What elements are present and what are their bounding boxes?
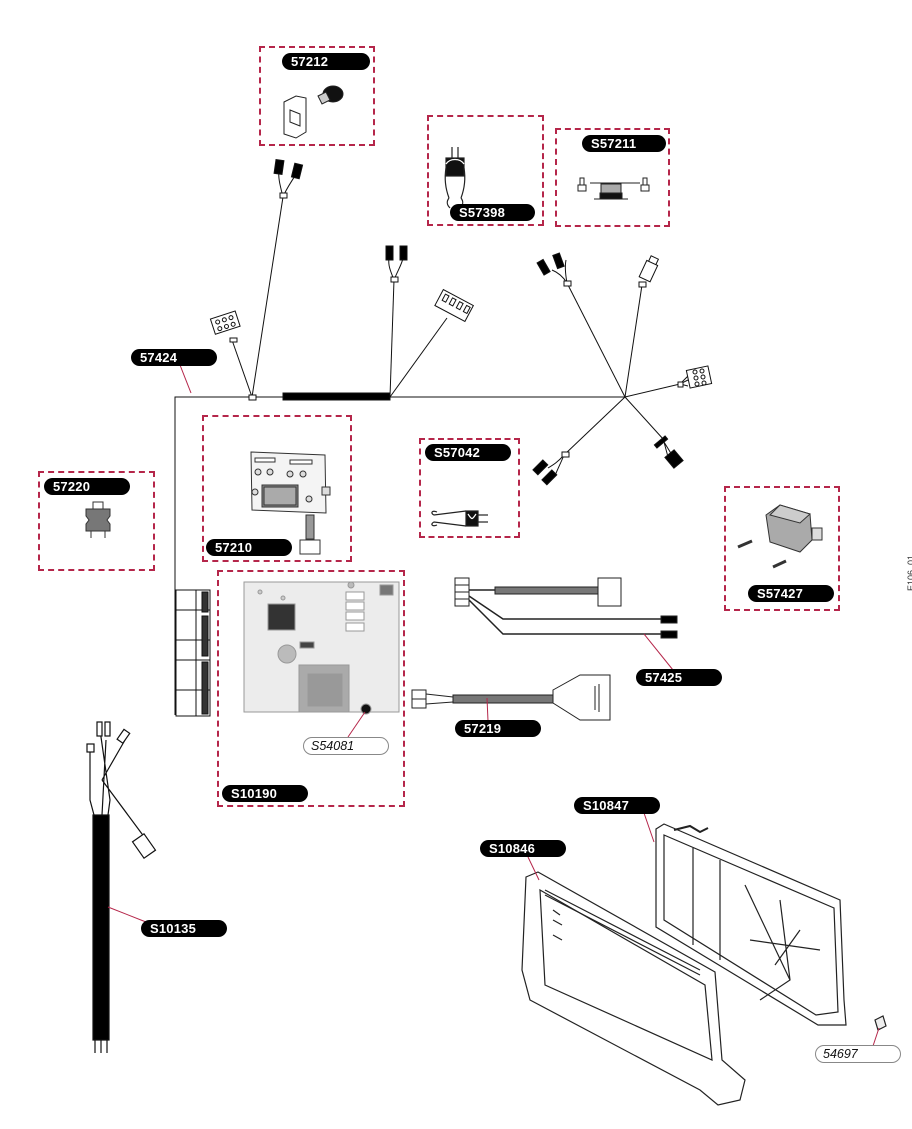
cable-57425 xyxy=(454,577,678,639)
part-label-57424[interactable]: 57424 xyxy=(131,349,217,366)
part-S10846-front-housing xyxy=(521,871,887,1106)
group-box-57210 xyxy=(202,415,352,562)
group-box-S57042 xyxy=(419,438,520,538)
part-S57042-wire-clip xyxy=(431,510,488,527)
group-box-57212 xyxy=(259,46,375,146)
cable-57219 xyxy=(411,674,611,721)
part-label-S57427[interactable]: S57427 xyxy=(748,585,834,602)
part-label-57210[interactable]: 57210 xyxy=(206,539,292,556)
part-S10190-main-board xyxy=(243,581,400,715)
part-label-57220[interactable]: 57220 xyxy=(44,478,130,495)
part-label-S10847[interactable]: S10847 xyxy=(574,797,660,814)
part-label-S10846[interactable]: S10846 xyxy=(480,840,566,857)
part-label-S10135[interactable]: S10135 xyxy=(141,920,227,937)
part-label-57212[interactable]: 57212 xyxy=(282,53,370,70)
part-label-57425[interactable]: 57425 xyxy=(636,669,722,686)
part-S57211-thermal-fuse xyxy=(577,177,650,200)
part-S57398-wire-clip xyxy=(444,147,466,209)
group-box-S57398 xyxy=(427,115,544,226)
leader-lines xyxy=(107,364,880,1047)
part-label-57219[interactable]: 57219 xyxy=(455,720,541,737)
ref-label-S54081[interactable]: S54081 xyxy=(303,737,389,755)
part-S57427-relay xyxy=(737,504,823,569)
part-label-S10190[interactable]: S10190 xyxy=(222,785,308,802)
group-box-S57427 xyxy=(724,486,840,611)
part-57210-display-board xyxy=(250,451,331,555)
part-57220-switch xyxy=(85,501,111,538)
part-S10847-rear-cover xyxy=(655,823,847,1026)
group-box-57220 xyxy=(38,471,155,571)
group-box-S10190 xyxy=(217,570,405,807)
ref-label-54697[interactable]: 54697 xyxy=(815,1045,901,1063)
figure-id: E106_01 xyxy=(906,555,912,592)
part-label-S57211[interactable]: S57211 xyxy=(582,135,666,152)
part-label-S57042[interactable]: S57042 xyxy=(425,444,511,461)
group-box-S57211 xyxy=(555,128,670,227)
part-57212-thermostat-clip xyxy=(283,85,344,139)
part-label-S57398[interactable]: S57398 xyxy=(450,204,535,221)
wiring-harness-57424 xyxy=(174,158,713,717)
part-S10135-power-cord xyxy=(86,721,157,1053)
